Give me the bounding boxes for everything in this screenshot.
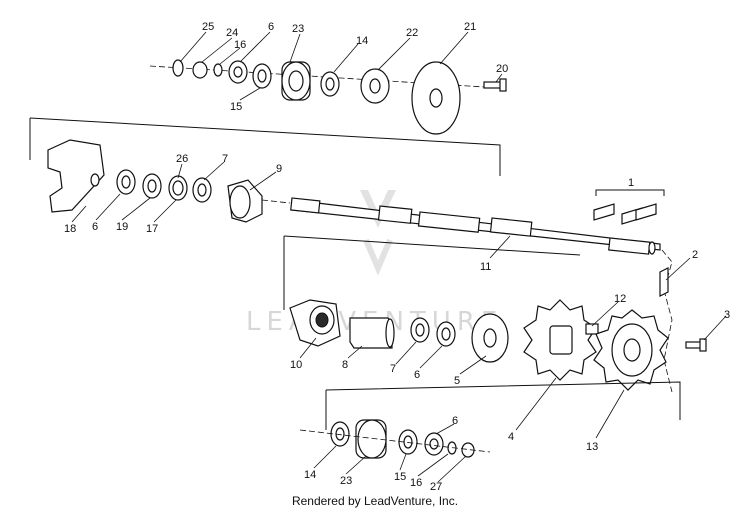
callout-11: 11 [480, 261, 491, 273]
part-16-ring [213, 63, 223, 77]
callout-7: 7 [222, 153, 228, 165]
callout-19: 19 [116, 221, 128, 233]
bottom-bearing-assembly [299, 381, 681, 459]
callout-16-lower: 16 [410, 477, 422, 489]
callout-6-lower: 6 [414, 369, 420, 381]
footer-credit: Rendered by LeadVenture, Inc. [291, 494, 459, 508]
callout-10: 10 [290, 359, 302, 371]
part-2-chain [659, 249, 673, 393]
callout-27: 27 [430, 481, 442, 493]
part-1-chain-link [593, 189, 665, 225]
callout-25: 25 [202, 21, 214, 33]
callout-21: 21 [464, 21, 476, 33]
sprocket-assembly [283, 235, 707, 391]
part-24-spacer [192, 61, 208, 79]
callout-18: 18 [64, 223, 76, 235]
left-bearing-assembly [29, 117, 501, 223]
callout-6: 6 [268, 21, 274, 33]
callout-22: 22 [406, 27, 418, 39]
callout-13: 13 [586, 441, 598, 453]
part-25-seal [172, 59, 184, 77]
part-11-axle-shaft [261, 197, 661, 255]
callout-8: 8 [342, 359, 348, 371]
callout-5: 5 [454, 375, 460, 387]
part-12-nut [585, 323, 599, 335]
part-18-bracket [47, 139, 105, 213]
callout-3: 3 [724, 309, 730, 321]
callout-24: 24 [226, 27, 238, 39]
callout-2: 2 [692, 249, 698, 261]
callout-17: 17 [146, 223, 158, 235]
callout-1: 1 [628, 177, 634, 189]
callout-7-lower: 7 [390, 363, 396, 375]
callout-14: 14 [356, 35, 368, 47]
callout-15: 15 [230, 101, 242, 113]
callout-23-lower: 23 [340, 475, 352, 487]
part-8-spacer [349, 317, 393, 349]
top-hub-assembly [149, 59, 507, 135]
callout-4: 4 [508, 431, 514, 443]
callout-6-bottom: 6 [452, 415, 458, 427]
leader-lines [71, 31, 727, 483]
callout-labels: 25 24 16 6 23 14 22 21 20 15 26 7 9 18 6… [64, 21, 730, 493]
callout-26: 26 [176, 153, 188, 165]
callout-16: 16 [234, 39, 246, 51]
callout-15-lower: 15 [394, 471, 406, 483]
callout-14-lower: 14 [304, 469, 316, 481]
callout-20: 20 [496, 63, 508, 75]
callout-12: 12 [614, 293, 626, 305]
callout-6-left: 6 [92, 221, 98, 233]
callout-9: 9 [276, 163, 282, 175]
callout-23: 23 [292, 23, 304, 35]
